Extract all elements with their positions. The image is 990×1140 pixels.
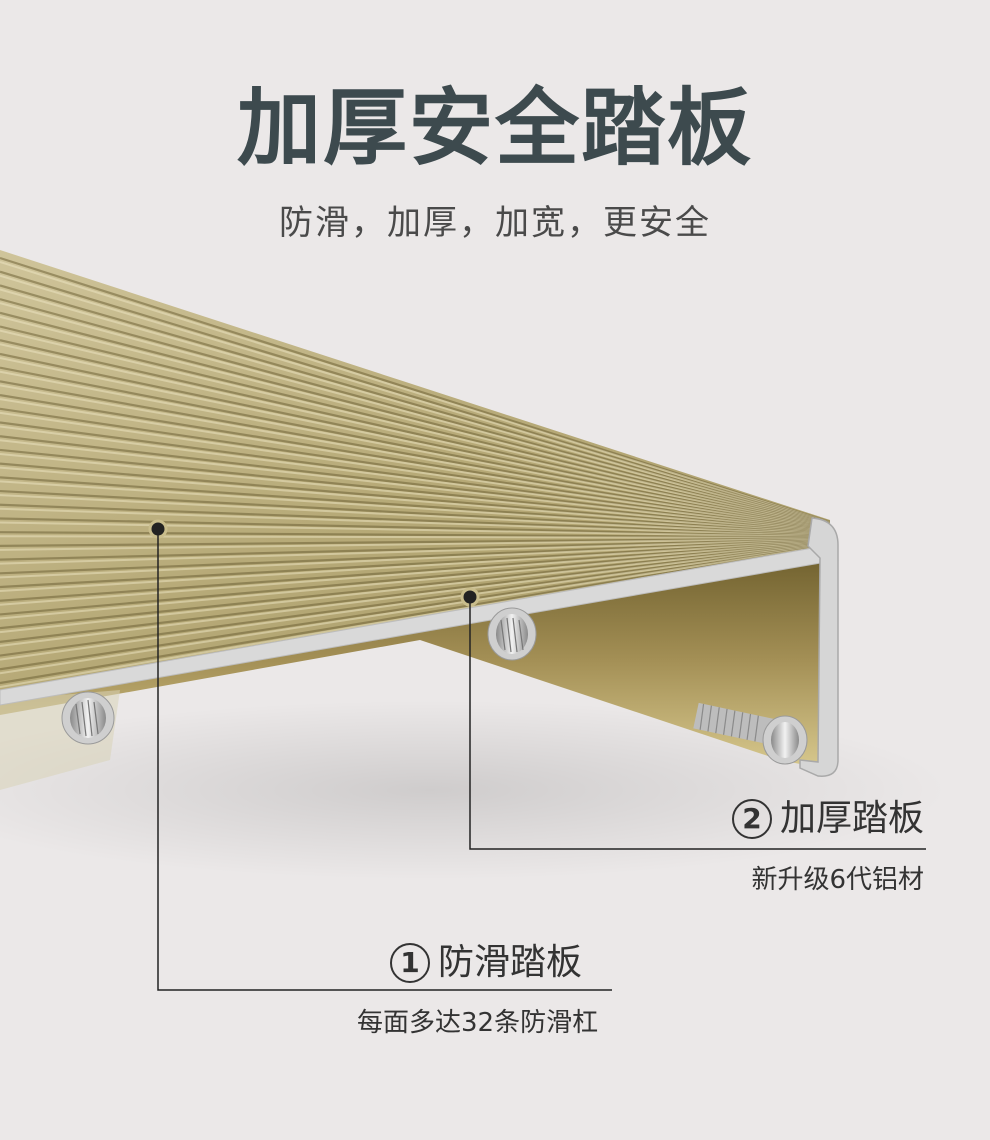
callout-line-1 bbox=[148, 519, 612, 991]
groove-highlight bbox=[0, 274, 830, 525]
callout-line-2 bbox=[460, 587, 926, 850]
groove-highlight bbox=[0, 540, 830, 606]
groove-highlight bbox=[0, 288, 830, 525]
groove-highlight bbox=[0, 543, 830, 661]
feature-2-title: 2 加厚踏板 bbox=[731, 796, 924, 842]
groove-highlight bbox=[0, 542, 830, 634]
groove-highlight bbox=[0, 544, 830, 675]
groove-highlight bbox=[0, 425, 830, 533]
feature-1-description: 每面多达32条防滑杠 bbox=[357, 1008, 599, 1038]
groove-highlight bbox=[0, 439, 830, 534]
coil-roller-middle bbox=[487, 607, 537, 661]
groove-highlight bbox=[0, 543, 830, 647]
tread-underside bbox=[0, 548, 830, 770]
tread-end-profile bbox=[799, 517, 839, 777]
groove-highlight bbox=[0, 539, 830, 579]
coil-roller-right bbox=[693, 702, 808, 765]
feature-1-label: 防滑踏板 bbox=[438, 942, 583, 983]
groove-highlight bbox=[0, 356, 830, 529]
groove-highlight bbox=[0, 452, 830, 535]
groove-highlight bbox=[0, 538, 830, 565]
groove-highlight bbox=[0, 411, 830, 532]
anti-slip-grooves bbox=[0, 256, 830, 688]
groove-highlight bbox=[0, 370, 830, 530]
page-title: 加厚安全踏板 bbox=[236, 79, 753, 177]
coil-roller-left bbox=[61, 691, 115, 745]
page-subtitle: 防滑，加厚，加宽，更安全 bbox=[279, 203, 711, 243]
groove-highlight bbox=[0, 315, 830, 527]
groove-highlight bbox=[0, 302, 830, 526]
groove-highlight bbox=[0, 384, 830, 531]
feature-1-title: 1 防滑踏板 bbox=[390, 940, 582, 986]
groove-highlight bbox=[0, 507, 830, 538]
feature-2-description: 新升级6代铝材 bbox=[751, 865, 924, 895]
groove-highlight bbox=[0, 494, 830, 537]
groove-highlight bbox=[0, 466, 830, 536]
feature-1-number: 1 bbox=[390, 943, 430, 983]
groove-highlight bbox=[0, 521, 830, 539]
groove-highlight bbox=[0, 535, 830, 539]
groove-highlight bbox=[0, 480, 830, 536]
groove-highlight bbox=[0, 329, 830, 528]
groove-highlight bbox=[0, 398, 830, 532]
floor-shadow bbox=[0, 700, 950, 880]
groove-highlight bbox=[0, 541, 830, 620]
groove-highlight bbox=[0, 537, 830, 551]
groove-highlight bbox=[0, 539, 830, 593]
groove-highlight bbox=[0, 261, 830, 524]
groove-highlight bbox=[0, 343, 830, 529]
feature-2-number: 2 bbox=[731, 799, 772, 839]
feature-2-label: 加厚踏板 bbox=[779, 798, 924, 839]
